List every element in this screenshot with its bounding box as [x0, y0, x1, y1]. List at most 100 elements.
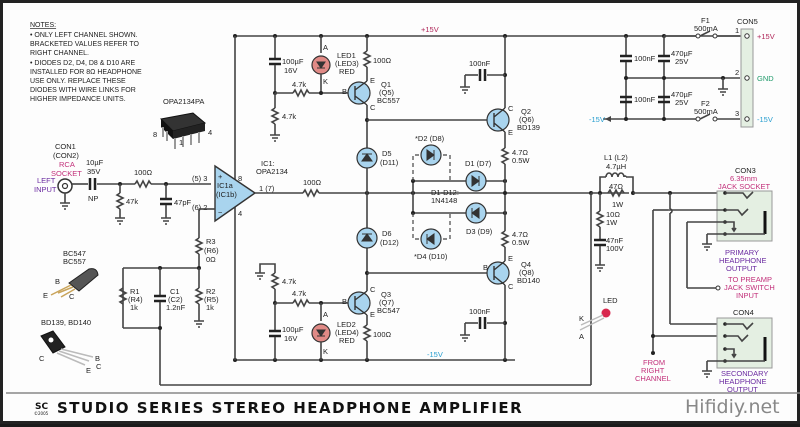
q2-part: BD139 [517, 123, 540, 132]
con4-output-label-3: OUTPUT [727, 385, 758, 394]
from-right-label-3: CHANNEL [635, 374, 671, 383]
led-pinout-label: LED [603, 296, 618, 305]
r3-label-2: (R6) [204, 246, 219, 255]
schematic-title: STUDIO SERIES STEREO HEADPHONE AMPLIFIER [57, 399, 523, 417]
protection-diodes: *D2 (D8) D1 (D7) D1-D12: 1N4148 D3 (D9) … [411, 134, 507, 261]
power-tab-label: C [39, 354, 45, 363]
q3-transistor-icon [347, 291, 371, 315]
notes-line: DIODES WITH WIRE LINKS FOR [30, 87, 136, 94]
opamp-inner-label-2: (IC1b) [216, 190, 237, 199]
led1-label-2: (LED3) [335, 59, 359, 68]
led-a-label: A [579, 332, 584, 341]
con3-size: 6.35mm [730, 174, 757, 183]
power-cap-b: 100nF [634, 95, 656, 104]
zobel-resistor-value: 10Ω [606, 210, 620, 219]
opamp-part: OPA2134 [256, 167, 288, 176]
shunt-resistor-value: 47k [126, 197, 138, 206]
q4-transistor-icon [486, 261, 510, 285]
bias-diodes: D5 (D11) D6 (D12) [356, 147, 399, 249]
small-transistor-label-2: BC557 [63, 257, 86, 266]
d5-label-2: (D11) [380, 158, 399, 167]
q1-collector: C [370, 103, 376, 112]
parallel-resistor-power: 1W [612, 200, 624, 209]
input-resistor [134, 179, 152, 189]
ic-package-label: OPA2134PA [163, 97, 204, 106]
led1-label: LED1 [337, 51, 356, 60]
led2-color: RED [339, 336, 355, 345]
con5-label: CON5 [737, 17, 758, 26]
pinout-bd139: BD139, BD140 B E C C [39, 318, 102, 375]
r2-resistor [194, 287, 204, 305]
notes-heading: NOTES: [30, 22, 56, 29]
q2-emitter-resistor-value: 4.7Ω [512, 148, 528, 157]
power-cap-a: 100nF [634, 54, 656, 63]
led2-label: LED2 [337, 320, 356, 329]
q1-label: Q1 [381, 80, 391, 89]
r2-value: 1k [206, 303, 214, 312]
d4-label: *D4 (D10) [414, 252, 448, 261]
zobel-resistor [595, 210, 605, 228]
f2-label: F2 [701, 99, 710, 108]
q4-collector: C [508, 282, 514, 291]
opamp-pin-out: 1 (7) [259, 184, 275, 193]
q4-part: BD140 [517, 276, 540, 285]
ic-pin4-label: 4 [208, 128, 212, 137]
power-ecap-b: 470µF [671, 90, 693, 99]
notes-line: HIGHER IMPEDANCE UNITS. [30, 96, 126, 103]
q3-emitter-resistor-value: 100Ω [373, 330, 392, 339]
q1-emitter-resistor-value: 100Ω [373, 56, 392, 65]
shunt-cap-value: 47pF [174, 198, 192, 207]
inductor-label: L1 (L2) [604, 153, 628, 162]
q2-label-2: (Q6) [519, 115, 535, 124]
con1-label: CON1 [55, 142, 76, 151]
led1-cathode: K [323, 77, 328, 86]
lower-cap-voltage: 16V [284, 334, 297, 343]
c1-label: C1 [170, 287, 180, 296]
upper-bottom-resistor [270, 107, 280, 125]
opamp-symbol [214, 164, 257, 223]
power-b-label: B [95, 354, 100, 363]
small-transistor-label: BC547 [63, 249, 86, 258]
q4-bypass-cap-value: 100nF [469, 307, 491, 316]
inductor-value: 4.7µH [606, 162, 626, 171]
upper-bias-network: 100µF 16V 4.7k 4.7k A K LED1 (LED3) RED … [269, 36, 493, 148]
q2-transistor-icon [486, 108, 510, 132]
con3-primary-jack: CON3 6.35mm JACK SOCKET PRIMARY HEADPHON… [668, 166, 775, 300]
output-stage: 100nF C E Q2 (Q6) BD139 4.7Ω 0.5W 4.7Ω 0… [460, 36, 540, 360]
input-section: CON1 (CON2) RCA SOCKET LEFT INPUT 10µF 3… [34, 142, 211, 225]
d1-label: D1 (D7) [465, 159, 492, 168]
input-resistor-value: 100Ω [134, 168, 153, 177]
notes-block: NOTES: • ONLY LEFT CHANNEL SHOWN. BRACKE… [30, 22, 142, 103]
inductor-l1 [605, 172, 627, 178]
power-ecap-b-voltage: 25V [675, 98, 688, 107]
q2-emitter-resistor-power: 0.5W [512, 156, 530, 165]
lower-bias-network: 4.7k 4.7k 100µF 16V A K LED2 (LED4) RED … [255, 248, 493, 360]
small-b-label: B [55, 277, 60, 286]
left-input-label-2: INPUT [34, 185, 57, 194]
q3-collector: C [370, 285, 376, 294]
left-input-label: LEFT [37, 176, 56, 185]
con3-label: CON3 [735, 166, 756, 175]
opamp-pin-vpos: 8 [238, 174, 242, 183]
socket-label: SOCKET [51, 169, 82, 178]
con5-gnd-label: GND [757, 74, 774, 83]
d6-label: D6 [382, 229, 392, 238]
q3-label: Q3 [381, 290, 391, 299]
con4-output-label: SECONDARY [721, 369, 768, 378]
opamp-pin-vneg: 4 [238, 209, 242, 218]
r1-resistor [118, 287, 128, 305]
notes-line: • ONLY LEFT CHANNEL SHOWN. [30, 32, 138, 39]
con4-label: CON4 [733, 308, 754, 317]
q2-emitter-resistor [500, 147, 510, 165]
led-k-label: K [579, 314, 584, 323]
pos-rail-label: +15V [421, 25, 439, 34]
input-cap-type: NP [88, 194, 98, 203]
shunt-resistor [115, 192, 125, 210]
from-right-label: FROM [643, 358, 665, 367]
con4-output-label-2: HEADPHONE [719, 377, 767, 386]
q4-emitter-resistor-value: 4.7Ω [512, 230, 528, 239]
jack-wiring: FROM RIGHT CHANNEL [635, 193, 725, 383]
q4-emitter: E [508, 254, 513, 263]
q2-bypass-cap-value: 100nF [469, 59, 491, 68]
preamp-label: TO PREAMP [728, 275, 772, 284]
